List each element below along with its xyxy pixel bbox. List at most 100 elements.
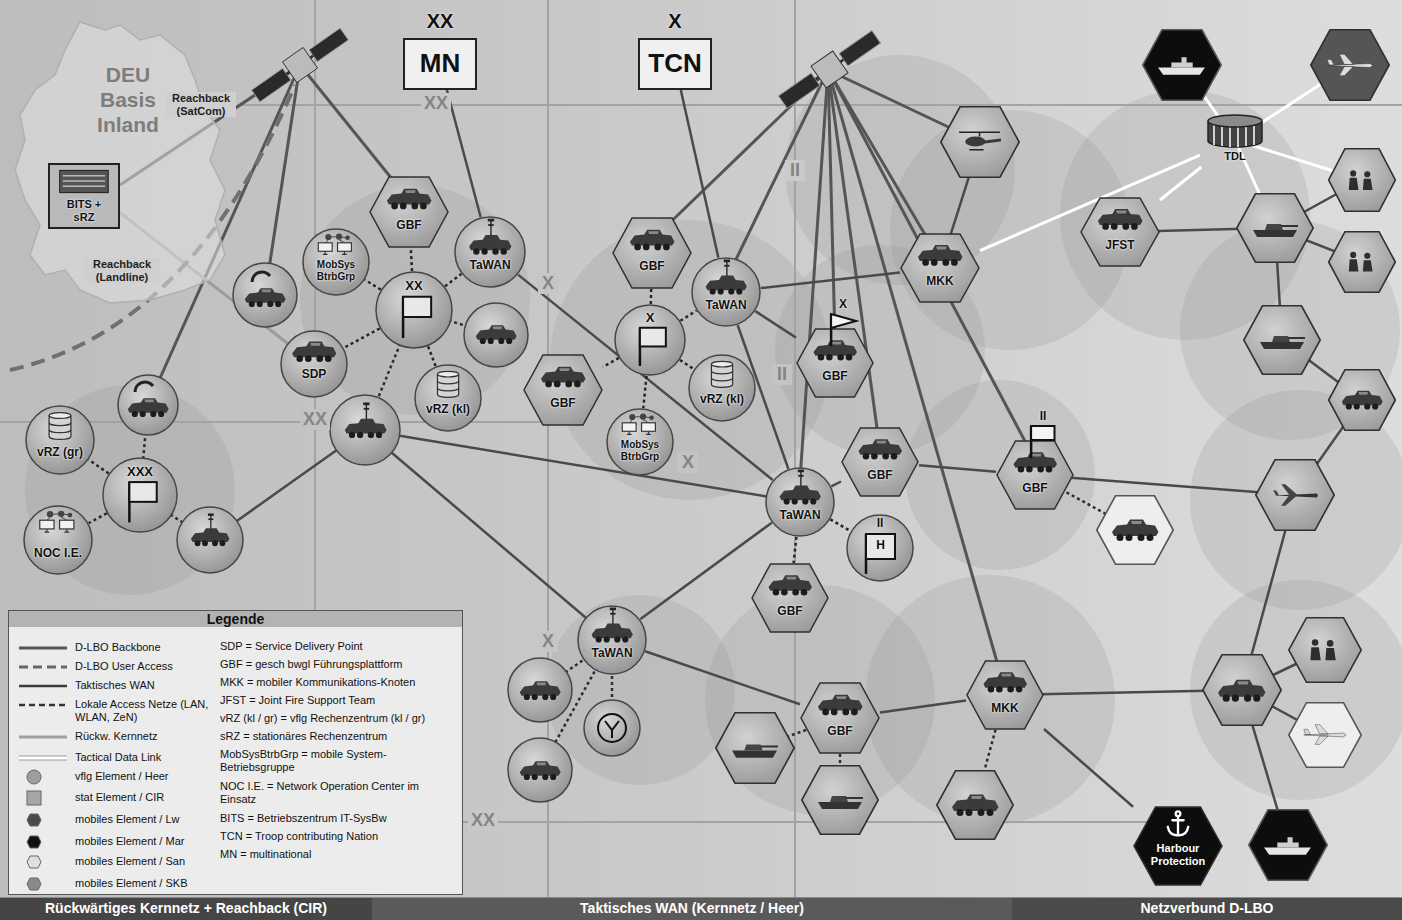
echelon-marker: XX [300, 409, 330, 430]
node-circle-box: TaWAN [454, 216, 526, 288]
node-label: GBF [751, 605, 829, 619]
mon-icon [318, 234, 351, 255]
node-shape [841, 427, 919, 497]
unit-hexagon [1349, 252, 1373, 272]
coverage-area [1190, 580, 1402, 800]
node-shape [612, 217, 692, 289]
veh-icon [768, 575, 812, 595]
connector [794, 537, 797, 563]
node-box: XTCN [635, 10, 715, 92]
unit-circle [508, 658, 572, 722]
node-circle [455, 217, 525, 287]
node-circle-box: vRZ (kl) [688, 354, 756, 422]
unit-hexagon [1289, 703, 1362, 768]
unit-circle [584, 700, 640, 756]
node-label: BITS + sRZ [56, 198, 112, 223]
unit-circle [128, 398, 169, 417]
node-shape [25, 405, 95, 475]
node-shape [765, 467, 835, 537]
node-circle-box: TaWAN [765, 467, 835, 537]
node-hex-box: XGBF [796, 298, 874, 398]
unit-circle [177, 507, 243, 573]
node-circle-box: XXX [102, 457, 178, 533]
veh-icon [387, 189, 432, 210]
unit-circle [118, 375, 178, 435]
node-label: TDL [1200, 150, 1270, 163]
anchor-icon [1168, 811, 1189, 835]
color-swatch [27, 791, 41, 805]
node-hex-box: Harbour Protection [1133, 806, 1223, 886]
node-label: XX [400, 10, 480, 33]
unit-hexagon [1244, 306, 1320, 374]
color-swatch [27, 878, 41, 890]
node-label: TaWAN [691, 299, 761, 313]
veh-icon [918, 245, 963, 266]
node-label: Netzverbund D-LBO [1012, 900, 1402, 916]
connector [89, 513, 107, 523]
legend-label: D-LBO User Access [75, 660, 217, 673]
boundary-line [314, 0, 316, 610]
footer-band-box: Rückwärtiges Kernnetz + Reachback (CIR) [0, 897, 372, 920]
unit-hexagon [1264, 837, 1311, 854]
node-label: TaWAN [577, 647, 647, 661]
node-shape [691, 257, 761, 327]
unit-hexagon [1311, 30, 1389, 100]
node-label: GBF [369, 219, 449, 233]
node-label: XX [375, 279, 453, 294]
tdl-node: TDL [1200, 113, 1270, 167]
node-hex-box: GBF [800, 682, 880, 754]
backbone-line [265, 65, 300, 295]
node-circle [578, 606, 646, 674]
tactical-wan-line [365, 430, 800, 502]
node-hexagon [524, 355, 602, 425]
unit-hexagon [802, 766, 878, 834]
rack-icon [60, 170, 109, 192]
node-label: GBF [841, 469, 919, 483]
connector [645, 651, 800, 704]
veh-icon [1013, 452, 1057, 472]
band-edge [1012, 897, 1402, 898]
node-label: X [833, 298, 853, 312]
footer-band [372, 897, 1012, 920]
flag-symbol [1031, 426, 1054, 440]
band-edge [372, 897, 1012, 898]
unit-hexagon [1237, 194, 1313, 262]
legend-label: mobiles Element / SKB [75, 877, 217, 890]
node-hexagon [901, 234, 979, 302]
line-sample [19, 685, 67, 688]
unit-hexagon [1256, 460, 1334, 530]
node-hexagon [370, 177, 448, 247]
legend-label: Tactical Data Link [75, 751, 217, 764]
node-label: Harbour Protection [1139, 842, 1217, 867]
tdl-drum [1208, 115, 1262, 127]
unit-hexagon [959, 132, 1001, 149]
node-circle [615, 305, 685, 375]
node-label: H [866, 539, 895, 553]
coverage-area [775, 245, 985, 455]
node-hexagon [842, 428, 918, 496]
unit-hexagon [1329, 232, 1396, 293]
node-circle-box: MobSys BtrbGrp [606, 408, 674, 476]
legend-label: mobiles Element / Mar [75, 835, 217, 848]
veh-icon [818, 695, 863, 716]
echelon-marker: X [678, 452, 698, 473]
line-sample [19, 757, 67, 760]
flag-symbol [129, 482, 156, 502]
node-label: GBF [612, 260, 692, 274]
node-label: JFST [1080, 239, 1160, 253]
unit-hexagon [1342, 391, 1383, 410]
node-circle-box: vRZ (gr) [25, 405, 95, 475]
node-circle [847, 515, 913, 581]
line-sample [19, 647, 67, 650]
boundary-line [463, 821, 1150, 823]
node-label: Rückwärtiges Kernnetz + Reachback (CIR) [0, 900, 372, 916]
map-region: DEU Basis InlandBITS + sRZ [10, 20, 240, 305]
unit-hexagon [1329, 149, 1396, 212]
node-label: MobSys BtrbGrp [614, 439, 666, 462]
node-label: GBF [800, 725, 880, 739]
node-label: SDP [280, 368, 348, 382]
unit-circle [598, 714, 626, 742]
unit-hexagon [716, 713, 794, 783]
connector [1160, 167, 1201, 200]
tawan-icon [469, 219, 511, 255]
